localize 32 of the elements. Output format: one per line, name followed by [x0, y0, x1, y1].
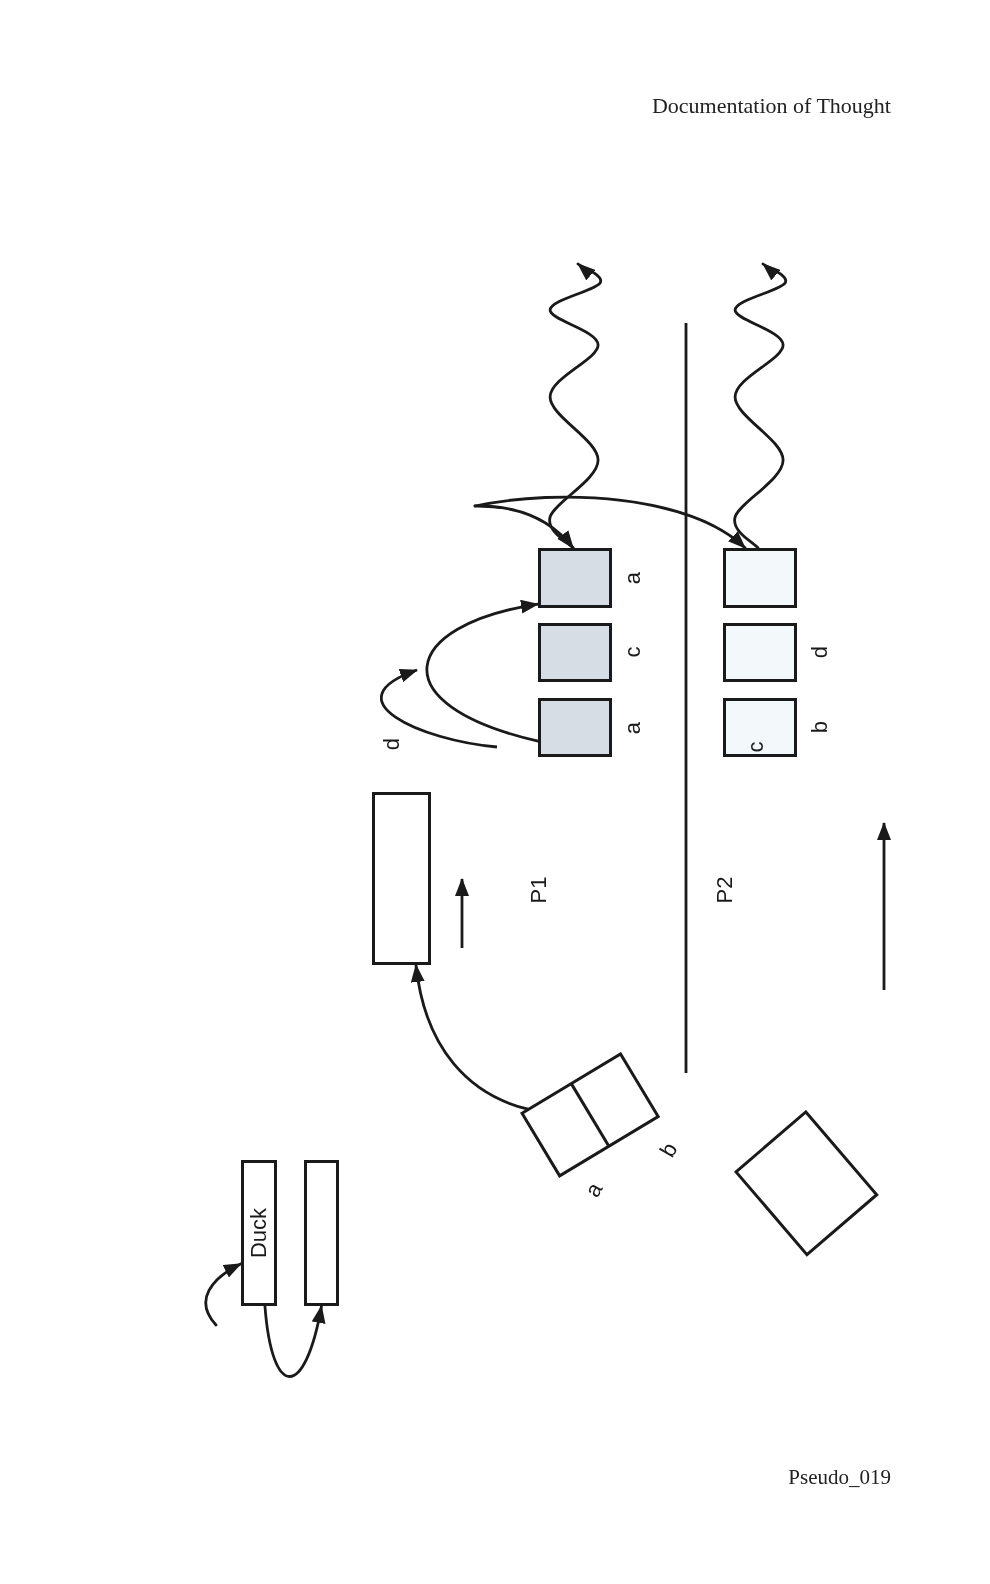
curved-arrow [425, 600, 540, 743]
bar-box [241, 1160, 277, 1306]
group-label: P1 [528, 876, 550, 904]
node-text: c [745, 741, 767, 753]
square-box [723, 623, 797, 682]
wavy-arrow [548, 262, 603, 550]
tilted-box [734, 1109, 880, 1257]
group-label: P2 [714, 876, 736, 904]
box-label: b [656, 1139, 682, 1161]
box-label: b [809, 720, 831, 734]
tall-box [372, 792, 431, 965]
square-box [723, 698, 797, 757]
box-label: c [622, 646, 644, 658]
square-box [538, 698, 612, 757]
wavy-arrow [733, 262, 788, 550]
box-label: a [622, 571, 644, 585]
box-label: a [581, 1179, 607, 1201]
square-box [538, 548, 612, 608]
square-box [538, 623, 612, 682]
box-label: d [809, 645, 831, 659]
curved-arrow [411, 963, 530, 1111]
split-box [519, 1051, 660, 1178]
curved-arrow [263, 1304, 325, 1378]
bar-box [304, 1160, 339, 1306]
letter-label: d [381, 737, 403, 751]
box-label: a [622, 721, 644, 735]
node-text: Duck [248, 1207, 270, 1259]
page-header: Documentation of Thought [651, 95, 891, 117]
page-number: Pseudo_019 [788, 1467, 891, 1488]
curved-arrow [204, 1262, 243, 1327]
square-box [723, 548, 797, 608]
curved-arrow [473, 495, 747, 550]
